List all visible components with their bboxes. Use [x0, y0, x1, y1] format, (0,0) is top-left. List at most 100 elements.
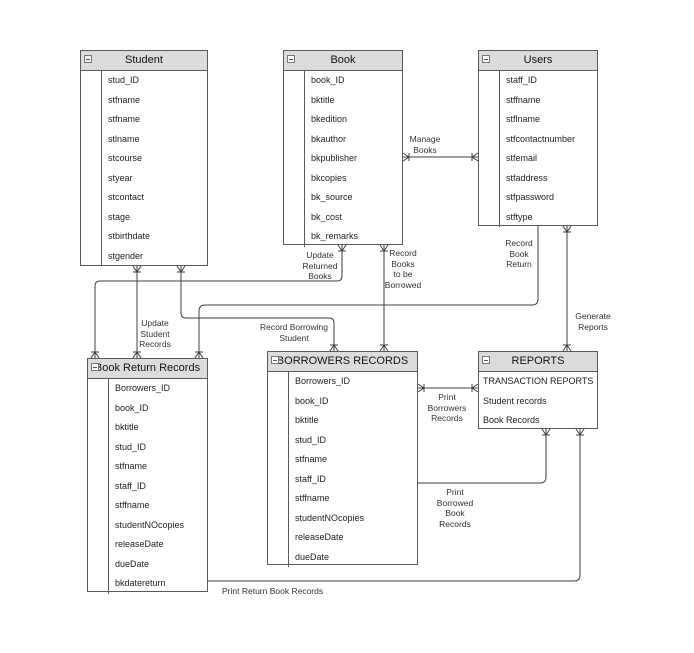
entity-fields: TRANSACTION REPORTS Student records Book…: [479, 372, 597, 431]
field: stfemail: [506, 153, 538, 163]
field: stfcontactnumber: [506, 133, 576, 144]
entity-users[interactable]: Users staff_ID stffname stflname stfcont…: [478, 50, 598, 227]
entity-fields: Borrowers_ID book_ID bktitle stud_ID stf…: [268, 372, 417, 567]
collapse-icon[interactable]: [271, 356, 279, 364]
field: stftype: [506, 211, 533, 222]
link-bookreturn-reports: [208, 429, 581, 582]
entity-reports[interactable]: REPORTS TRANSACTION REPORTS Student reco…: [478, 351, 598, 429]
field: stlname: [108, 133, 140, 144]
crowfoot-reports-bottom-2: [575, 428, 585, 436]
label-record-book-return: Record Book Return: [505, 238, 533, 269]
crowfoot-reports-bottom: [541, 428, 551, 436]
link-users-bookreturn: [198, 226, 539, 358]
entity-header: Book: [284, 51, 402, 71]
field: staff_ID: [115, 480, 146, 491]
crowfoot-book-bottom-2: [379, 244, 389, 252]
link-student-borrowers: [180, 266, 335, 351]
field: stud_ID: [115, 441, 147, 452]
label-record-books-borrowed: Record Books to be Borrowed: [384, 248, 422, 290]
field: bkauthor: [311, 133, 347, 144]
field: bkcopies: [311, 172, 347, 183]
field: bk_source: [311, 192, 353, 202]
field: TRANSACTION REPORTS: [483, 376, 594, 386]
field: bkpublisher: [311, 153, 358, 163]
field: stfname: [108, 114, 141, 124]
field: stfname: [295, 454, 328, 464]
crowfoot-borrowers-top-2: [329, 344, 339, 352]
collapse-icon[interactable]: [91, 363, 99, 371]
field: stgender: [108, 250, 144, 261]
field: stfpassword: [506, 192, 555, 202]
label-update-student-records: Update Student Records: [139, 318, 171, 349]
crowfoot-bookreturn-top-mid: [132, 351, 142, 359]
field: Book Records: [483, 415, 540, 425]
field: bkedition: [311, 114, 348, 124]
entity-header: Book Return Records: [88, 359, 207, 379]
field: bkdatereturn: [115, 578, 166, 588]
entity-header: BORROWERS RECORDS: [268, 352, 417, 372]
field: stffname: [115, 500, 150, 510]
field: dueDate: [295, 551, 330, 562]
field: Student records: [483, 395, 547, 406]
field: bktitle: [295, 415, 319, 425]
field: Borrowers_ID: [115, 383, 171, 393]
crowfoot-reports-top: [562, 344, 572, 352]
crowfoot-borrowers-top: [379, 344, 389, 352]
entity-fields: book_ID bktitle bkedition bkauthor bkpub…: [284, 71, 402, 247]
label-update-returned-books: Update Returned Books: [302, 250, 338, 281]
field: bk_cost: [311, 211, 343, 222]
crowfoot-bookreturn-top-left: [90, 351, 100, 359]
entity-title: Users: [523, 54, 553, 66]
field: bk_remarks: [311, 231, 359, 241]
field: releaseDate: [295, 532, 344, 542]
crowfoot-student-bottom-2: [176, 265, 186, 273]
field: book_ID: [115, 402, 149, 413]
crowfoot-users-side: [471, 152, 479, 162]
field: bktitle: [115, 422, 139, 432]
crowfoot-book-bottom: [337, 244, 347, 252]
field: bktitle: [311, 94, 335, 105]
entity-title: REPORTS: [511, 355, 565, 367]
field: stcourse: [108, 153, 143, 163]
field: staff_ID: [506, 75, 537, 85]
field: stffname: [506, 94, 541, 105]
entity-header: Student: [81, 51, 207, 71]
label-generate-reports: Generate Reports: [575, 311, 611, 332]
label-print-borrowers-records: Print Borrowers Records: [427, 392, 467, 423]
field: stud_ID: [295, 434, 327, 445]
collapse-icon[interactable]: [482, 356, 490, 364]
crowfoot-reports-left: [471, 383, 479, 393]
field: releaseDate: [115, 539, 164, 549]
entity-book-return-records[interactable]: Book Return Records Borrowers_ID book_ID…: [87, 358, 208, 594]
label-print-return-book-records: Print Return Book Records: [222, 586, 324, 596]
crowfoot-book-side: [402, 152, 410, 162]
field: book_ID: [295, 395, 329, 406]
field: stfname: [108, 94, 141, 105]
crowfoot-borrowers-right: [417, 383, 425, 393]
entity-title: Book Return Records: [94, 362, 201, 374]
field: stfname: [115, 461, 148, 471]
label-print-borrowed-book-records: Print Borrowed Book Records: [436, 487, 474, 529]
entity-student[interactable]: Student stud_ID stfname stfname stlname …: [80, 50, 208, 266]
crowfoot-student-bottom: [132, 265, 142, 273]
field: stcontact: [108, 192, 145, 202]
field: stbirthdate: [108, 231, 151, 241]
collapse-icon[interactable]: [287, 55, 295, 63]
link-book-bookreturn: [94, 245, 343, 358]
field: studentNOcopies: [295, 512, 365, 523]
label-record-borrowing-student: Record Borrowing Student: [259, 322, 329, 343]
collapse-icon[interactable]: [84, 55, 92, 63]
field: book_ID: [311, 75, 345, 85]
entity-fields: stud_ID stfname stfname stlname stcourse…: [81, 71, 207, 266]
entity-borrowers-records[interactable]: BORROWERS RECORDS Borrowers_ID book_ID b…: [267, 351, 418, 567]
field: stffname: [295, 493, 330, 503]
field: stage: [108, 211, 131, 222]
link-borrowers-reports-2: [418, 429, 547, 484]
entity-book[interactable]: Book book_ID bktitle bkedition bkauthor …: [283, 50, 403, 247]
field: studentNOcopies: [115, 519, 185, 530]
collapse-icon[interactable]: [482, 55, 490, 63]
crowfoot-users-bottom: [562, 225, 572, 233]
entity-title: BORROWERS RECORDS: [276, 355, 409, 367]
